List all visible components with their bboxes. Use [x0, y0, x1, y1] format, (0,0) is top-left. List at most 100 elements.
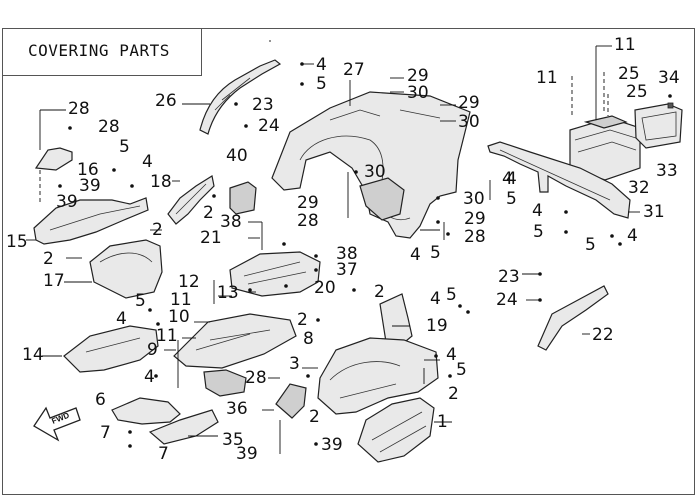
callout-28: 28: [297, 211, 319, 231]
callout-30: 30: [407, 83, 429, 103]
callout-29: 29: [458, 93, 480, 113]
callout-15: 15: [6, 232, 28, 252]
part-16-bracket: [34, 147, 73, 171]
callout-11: 11: [536, 68, 558, 88]
callout-2: 2: [309, 407, 320, 427]
callout-2: 2: [297, 310, 308, 330]
callout-26: 26: [155, 91, 177, 111]
part-31-rear-bar: [487, 141, 631, 219]
callout-5: 5: [446, 285, 457, 305]
callout-2: 2: [203, 203, 214, 223]
part-18-front-grille: [167, 175, 215, 225]
callout-29: 29: [407, 66, 429, 86]
part-32-rear-box: [569, 115, 641, 181]
callout-24: 24: [496, 290, 518, 310]
callout-40: 40: [226, 146, 248, 166]
callout-5: 5: [456, 360, 467, 380]
callout-4: 4: [410, 245, 421, 265]
callout-24: 24: [258, 116, 280, 136]
callout-4: 4: [316, 55, 327, 75]
part-36-switch-cover: [275, 383, 307, 419]
callout-5: 5: [506, 189, 517, 209]
callout-39: 39: [56, 192, 78, 212]
callout-13: 13: [217, 283, 239, 303]
callout-12: 12: [178, 272, 200, 292]
callout-28: 28: [68, 99, 90, 119]
part-27-rear-fender: [271, 91, 471, 239]
callout-17: 17: [43, 271, 65, 291]
callout-16: 16: [77, 160, 99, 180]
callout-21: 21: [200, 228, 222, 248]
fwd-arrow-icon: FWD: [33, 406, 81, 442]
title-box: [2, 28, 202, 76]
callout-23: 23: [498, 267, 520, 287]
callout-2: 2: [374, 282, 385, 302]
callout-32: 32: [628, 178, 650, 198]
callout-6: 6: [95, 390, 106, 410]
part-22-side-strip: [537, 285, 609, 351]
part-35-lower-guard: [148, 409, 219, 445]
diagram-frame: [2, 28, 695, 495]
callout-37: 37: [336, 260, 358, 280]
callout-5: 5: [119, 137, 130, 157]
callout-4: 4: [502, 169, 513, 189]
callout-22: 22: [592, 325, 614, 345]
callout-27: 27: [343, 60, 365, 80]
callout-20: 20: [314, 278, 336, 298]
callout-5: 5: [430, 243, 441, 263]
callout-2: 2: [448, 384, 459, 404]
callout-33: 33: [656, 161, 678, 181]
callout-39: 39: [236, 444, 258, 464]
callout-18: 18: [150, 172, 172, 192]
callout-4: 4: [627, 226, 638, 246]
callout-4: 4: [532, 201, 543, 221]
part-33-rear-bag: [634, 103, 683, 149]
callout-31: 31: [643, 202, 665, 222]
callout-7: 7: [158, 444, 169, 464]
callout-29: 29: [464, 209, 486, 229]
callout-1: 1: [437, 412, 448, 432]
part-26-strip: [199, 59, 282, 135]
callout-38: 38: [336, 244, 358, 264]
callout-11: 11: [170, 290, 192, 310]
callout-39: 39: [321, 435, 343, 455]
callout-25: 25: [618, 64, 640, 84]
callout-29: 29: [297, 193, 319, 213]
callout-11: 11: [156, 326, 178, 346]
callout-8: 8: [303, 329, 314, 349]
callout-2: 2: [152, 220, 163, 240]
part-20-seat-panel: [229, 251, 321, 297]
part-14-front-guard: [63, 325, 159, 373]
callout-34: 34: [658, 68, 680, 88]
part-34-bolt: [667, 102, 674, 109]
callout-4: 4: [144, 367, 155, 387]
callout-14: 14: [22, 345, 44, 365]
callout-4: 4: [116, 309, 127, 329]
callout-4: 4: [506, 169, 517, 189]
part-3-side-cover: [317, 337, 439, 415]
callout-19: 19: [426, 316, 448, 336]
part-15-front-strip: [33, 197, 149, 245]
part-6-skid-plate: [111, 397, 181, 425]
callout-4: 4: [142, 152, 153, 172]
callout-5: 5: [533, 222, 544, 242]
callout-35: 35: [222, 430, 244, 450]
leader-dots: [58, 62, 672, 448]
callout-3: 3: [289, 354, 300, 374]
callout-39: 39: [79, 176, 101, 196]
callout-23: 23: [252, 95, 274, 115]
part-40-small-cover: [229, 181, 257, 215]
diagram-title: COVERING PARTS: [28, 41, 170, 60]
callout-38: 38: [220, 212, 242, 232]
callout-4: 4: [430, 289, 441, 309]
callout-2: 2: [43, 249, 54, 269]
callout-25: 25: [626, 82, 648, 102]
callout-10: 10: [168, 307, 190, 327]
callout-5: 5: [135, 291, 146, 311]
callout-11: 11: [614, 35, 636, 55]
part-1-footwell: [357, 397, 435, 463]
part-9-storage-tray: [173, 313, 297, 397]
leader-lines: [26, 40, 640, 454]
